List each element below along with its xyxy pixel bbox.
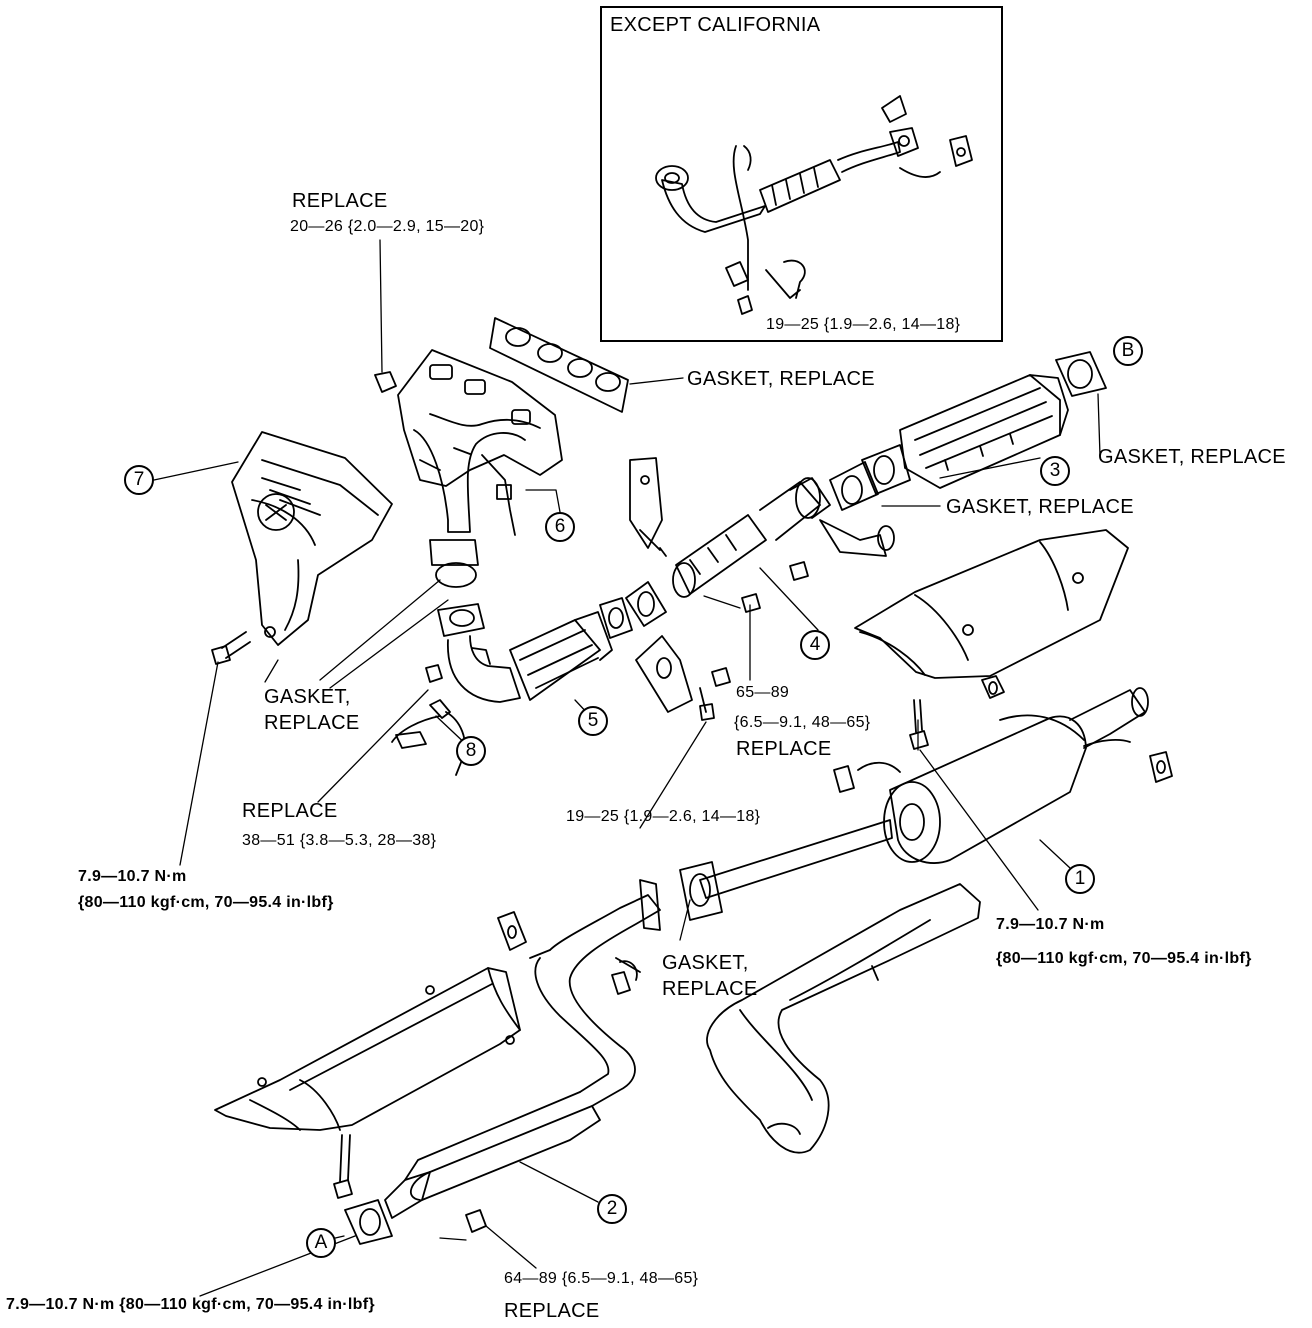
torque-bolt-right-label-2: {80—110 kgf·cm, 70—95.4 in·lbf} bbox=[996, 950, 1252, 967]
marker-1: 1 bbox=[1065, 864, 1095, 894]
torque-bottom-bolt-label: 7.9—10.7 N·m {80—110 kgf·cm, 70—95.4 in·… bbox=[6, 1296, 375, 1313]
torque-nut-mid-label: 65—89 bbox=[736, 684, 790, 701]
catalytic-converter bbox=[829, 374, 1069, 511]
heat-shield-upper-right bbox=[854, 529, 1129, 679]
pipe-bracket-upper bbox=[629, 457, 667, 557]
marker-6: 6 bbox=[545, 512, 575, 542]
torque-bolt-left-label-2: {80—110 kgf·cm, 70—95.4 in·lbf} bbox=[78, 894, 334, 911]
gasket-left-label-2: REPLACE bbox=[264, 712, 360, 734]
torque-left-label: 38—51 {3.8—5.3, 28—38} bbox=[242, 832, 437, 849]
torque-top-label: 20—26 {2.0—2.9, 15—20} bbox=[290, 218, 485, 235]
gasket-left-label-1: GASKET, bbox=[264, 686, 351, 708]
gasket-b bbox=[1055, 351, 1107, 397]
heat-shield-lower-left bbox=[214, 967, 521, 1131]
manifold-nut bbox=[374, 371, 397, 393]
pipe-bracket-lower bbox=[635, 635, 731, 721]
gasket-lower-label-1: GASKET, bbox=[662, 952, 749, 974]
marker-7: 7 bbox=[124, 465, 154, 495]
exhaust-manifold bbox=[397, 349, 563, 536]
pre-silencer-nut bbox=[465, 1209, 487, 1233]
pre-silencer bbox=[344, 879, 661, 1245]
center-clamp bbox=[611, 957, 641, 995]
leader-lines bbox=[153, 239, 1101, 1297]
marker-a: A bbox=[306, 1228, 336, 1258]
marker-4: 4 bbox=[800, 630, 830, 660]
inset-torque: 19—25 {1.9—2.6, 14—18} bbox=[766, 316, 961, 333]
torque-center-label: 19—25 {1.9—2.6, 14—18} bbox=[566, 808, 761, 825]
inset-title: EXCEPT CALIFORNIA bbox=[610, 14, 821, 36]
sensor-nut bbox=[425, 664, 443, 683]
torque-bolt-right-label-1: 7.9—10.7 N·m bbox=[996, 916, 1105, 933]
hanger-mid bbox=[741, 519, 895, 613]
replace-left-label: REPLACE bbox=[242, 800, 338, 822]
replace-top-label: REPLACE bbox=[292, 190, 388, 212]
marker-8: 8 bbox=[456, 736, 486, 766]
heat-shield-lower-right bbox=[706, 883, 981, 1154]
marker-5: 5 bbox=[578, 706, 608, 736]
lower-shield-bolt bbox=[333, 1134, 353, 1199]
connecting-pipe bbox=[679, 819, 893, 921]
manifold-heat-shield bbox=[231, 431, 393, 646]
marker-b: B bbox=[1113, 336, 1143, 366]
gasket-manifold-label: GASKET, REPLACE bbox=[687, 368, 875, 390]
main-silencer bbox=[833, 675, 1173, 864]
torque-nut-mid-label-2: {6.5—9.1, 48—65} bbox=[734, 714, 871, 731]
gasket-b-label: GASKET, REPLACE bbox=[1098, 446, 1286, 468]
torque-bolt-left-label-1: 7.9—10.7 N·m bbox=[78, 868, 187, 885]
gasket-mid-label: GASKET, REPLACE bbox=[946, 496, 1134, 518]
marker-3: 3 bbox=[1040, 456, 1070, 486]
marker-2: 2 bbox=[597, 1194, 627, 1224]
inset-front-pipe bbox=[655, 95, 973, 315]
middle-pipe bbox=[625, 477, 831, 627]
front-pipe-section bbox=[429, 539, 633, 703]
replace-mid-label: REPLACE bbox=[736, 738, 832, 760]
heat-shield-bolt-left bbox=[211, 631, 251, 665]
oxygen-sensor-lower bbox=[391, 699, 466, 776]
heat-shield-bolt-right bbox=[909, 699, 929, 750]
hanger-left bbox=[497, 911, 551, 959]
inset-except-california bbox=[600, 6, 1003, 342]
manifold-gasket bbox=[489, 317, 629, 413]
gasket-lower-label-2: REPLACE bbox=[662, 978, 758, 1000]
torque-bottom-nut-label: 64—89 {6.5—9.1, 48—65} bbox=[504, 1270, 699, 1287]
replace-bottom-label: REPLACE bbox=[504, 1300, 600, 1322]
